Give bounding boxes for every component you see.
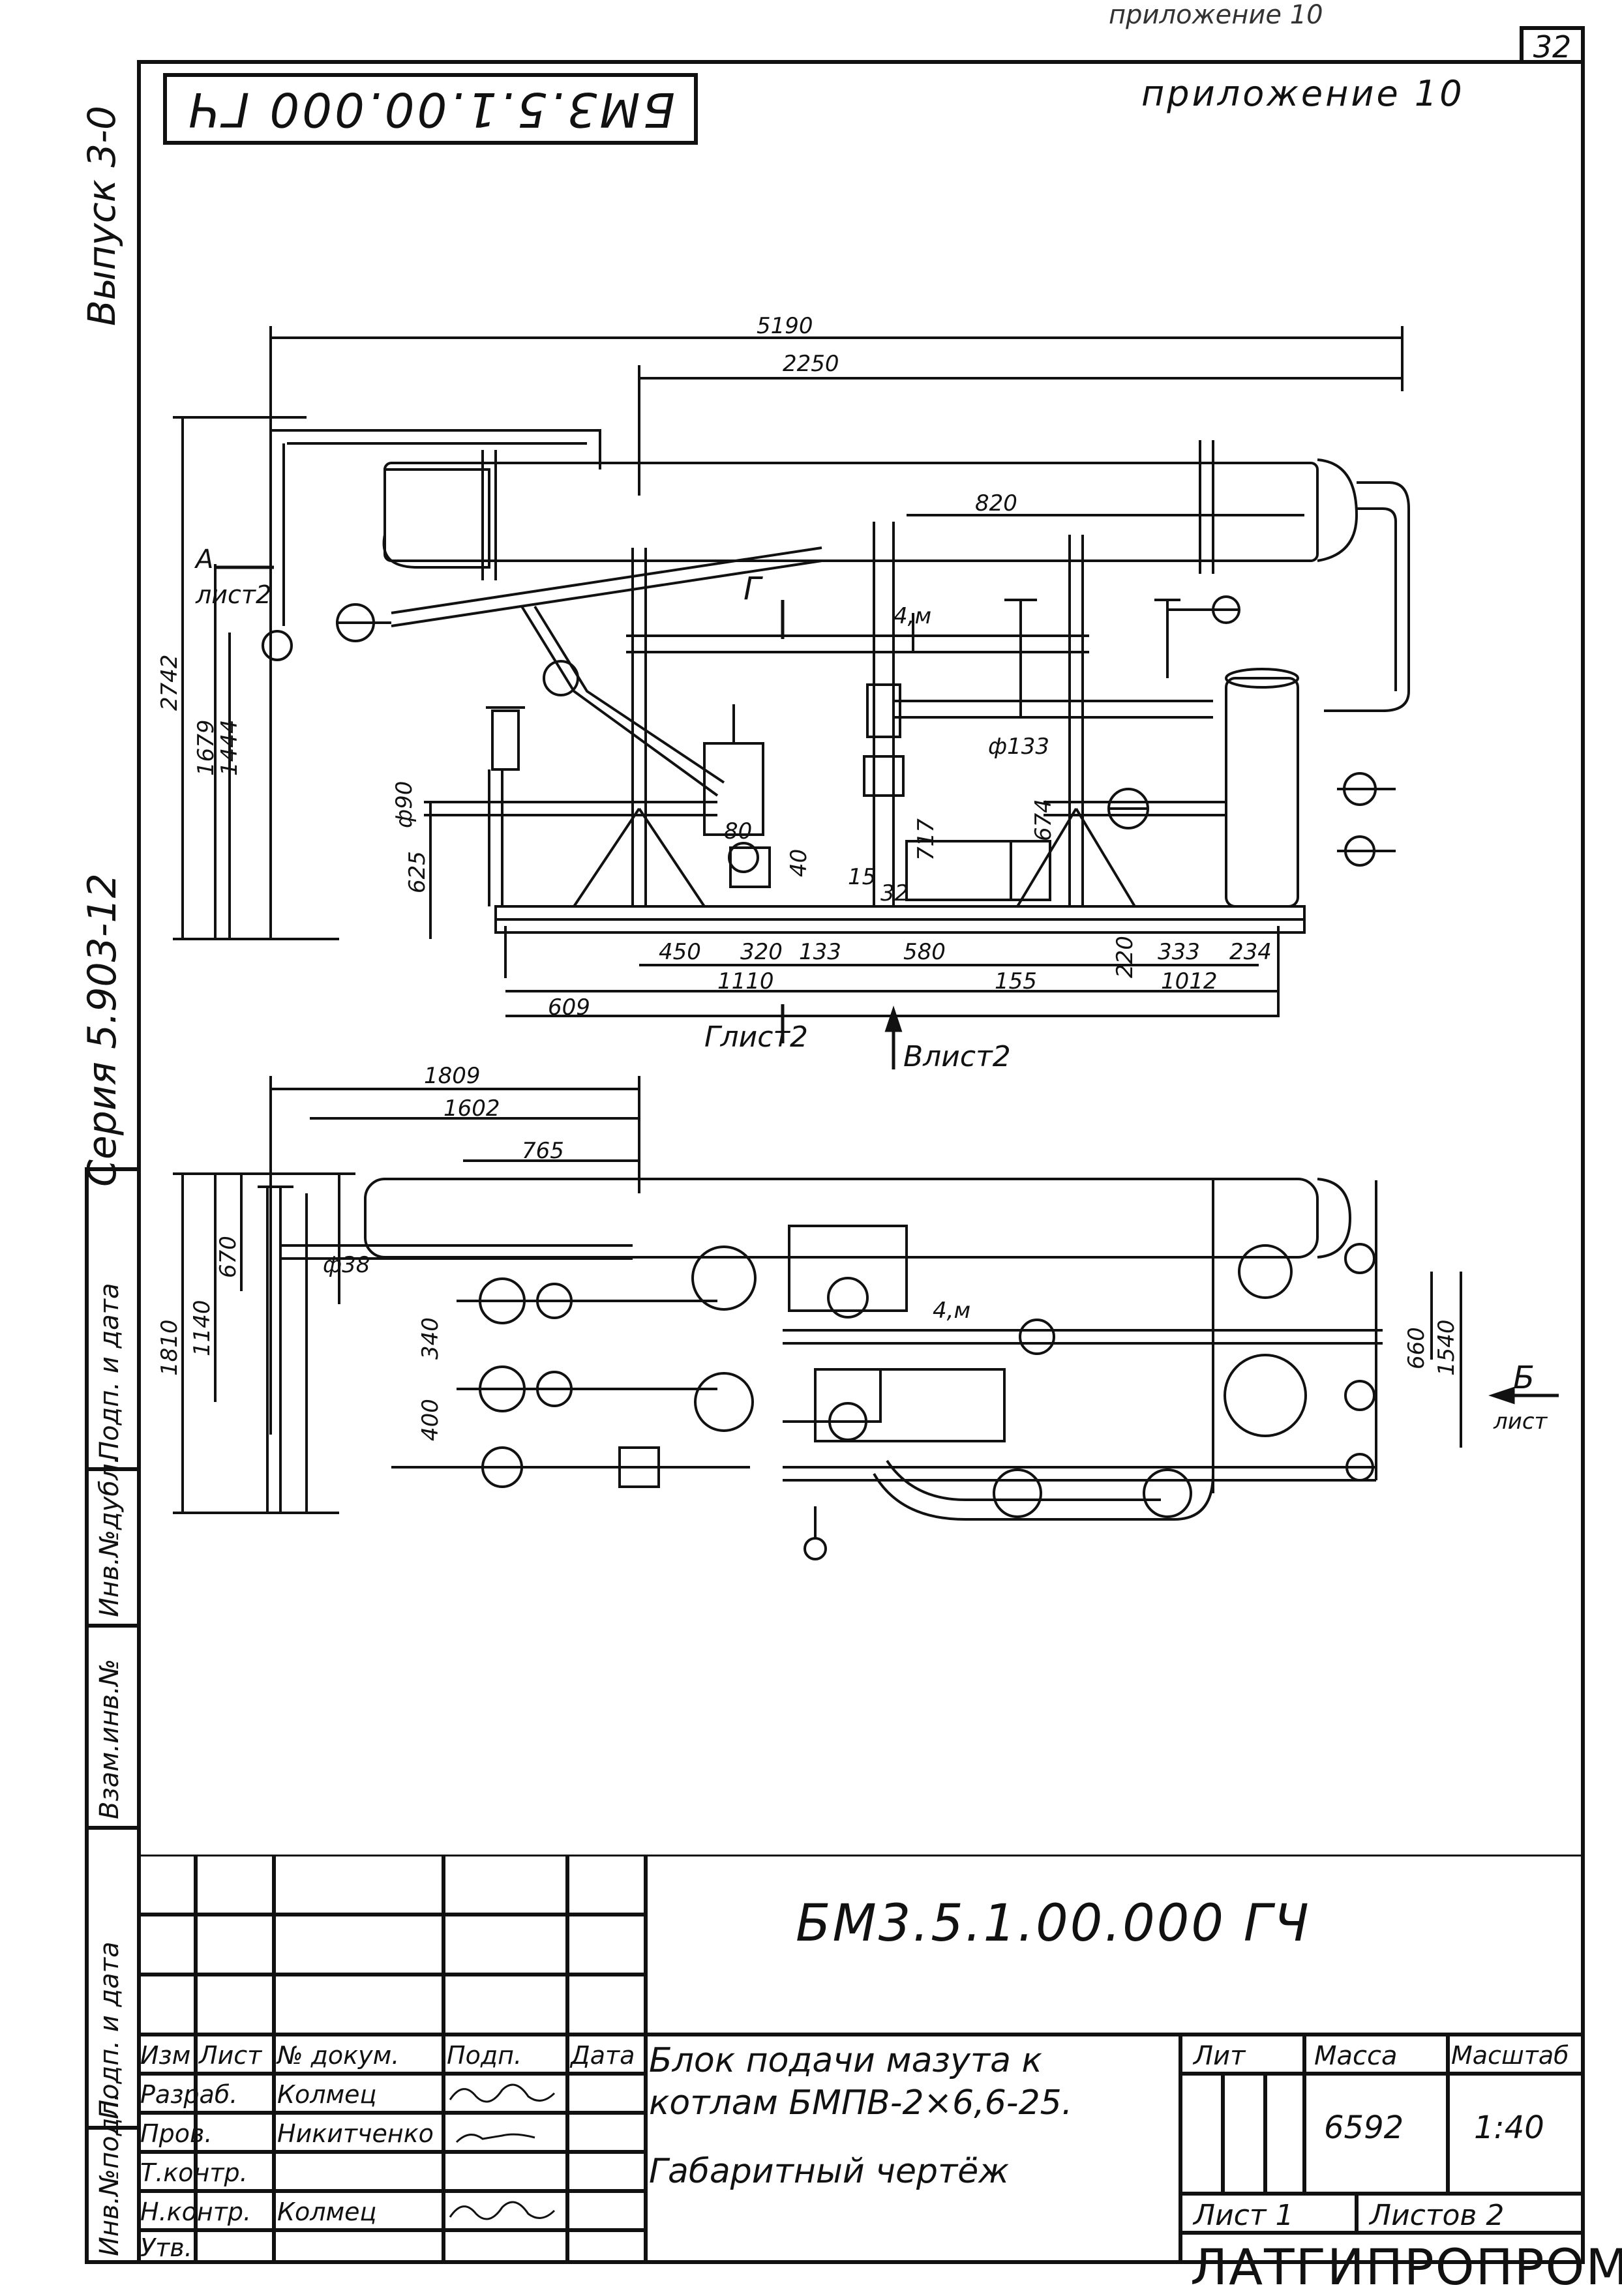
signature (449, 2083, 556, 2220)
row-role: Н.контр. (140, 2198, 252, 2226)
row-role: Пров. (140, 2119, 213, 2148)
dim-label: 717 (913, 818, 939, 861)
header-date: Дата (571, 2041, 635, 2070)
scale-label: Масштаб (1451, 2041, 1569, 2070)
row-name: Никитченко (277, 2119, 434, 2148)
section-g-label: Г (743, 571, 761, 607)
dim-label: 5190 (757, 313, 813, 339)
dim-label: 320 (740, 939, 783, 965)
mass-value: 6592 (1324, 2110, 1404, 2146)
dim-label: 1110 (717, 968, 774, 994)
dim-label: 32 (880, 880, 909, 906)
sheet-label: Лист 1 (1194, 2199, 1294, 2232)
dim-label: ф38 (323, 1252, 370, 1278)
section-a-label: А (196, 544, 214, 574)
dim-label: 609 (548, 994, 590, 1021)
dim-label: 2250 (783, 351, 839, 377)
dim-label: 220 (1112, 936, 1138, 978)
dim-label: 333 (1158, 939, 1200, 965)
dim-label: 625 (404, 851, 430, 893)
dim-label: ф90 (391, 781, 417, 828)
dim-label: 1012 (1161, 968, 1218, 994)
dim-label: 1540 (1434, 1319, 1460, 1376)
dim-label: 40 (786, 848, 812, 877)
dim-label: 133 (799, 939, 841, 965)
section-v-sheet: Влист2 (903, 1040, 1011, 1073)
section-b-label: Б (1513, 1360, 1535, 1396)
dim-label: 4,м (894, 603, 932, 629)
dim-label: 765 (522, 1138, 564, 1164)
top-cut-text: приложение 10 (1109, 0, 1323, 30)
title-block-grid (137, 1855, 1585, 2264)
dim-label: 1602 (443, 1096, 500, 1122)
dim-label: 820 (975, 490, 1017, 516)
stamp-divider (85, 1624, 137, 1628)
row-role: Т.контр. (140, 2158, 248, 2187)
dim-label: 1140 (189, 1300, 215, 1356)
stamp-label: Подп. и дата (95, 1941, 125, 2119)
dim-label: 1679 (193, 719, 219, 776)
sheets-label: Листов 2 (1370, 2199, 1505, 2232)
dim-label: 80 (724, 818, 753, 844)
section-b-sheet: лист (1494, 1409, 1548, 1435)
title-line1: Блок подачи мазута к (649, 2041, 1042, 2080)
row-role: Утв. (140, 2233, 192, 2262)
organization-name: ЛАТГИПРОПРОМ (1190, 2238, 1622, 2296)
title-doc-code: БМ3.5.1.00.000 ГЧ (796, 1894, 1311, 1953)
dim-label: 1810 (157, 1319, 183, 1376)
header-izm: Изм (140, 2041, 191, 2070)
dim-label: 580 (903, 939, 946, 965)
dim-label: 15 (848, 864, 877, 890)
dim-label: 674 (1030, 799, 1057, 841)
dim-label: 670 (215, 1236, 241, 1278)
dim-label: 340 (417, 1317, 443, 1360)
dim-label: ф133 (988, 734, 1049, 760)
row-name: Колмец (277, 2080, 377, 2109)
dim-label: 1444 (217, 719, 243, 776)
title-line3: Габаритный чертёж (649, 2152, 1010, 2191)
stamp-divider (85, 1826, 137, 1830)
header-doc-no: № докум. (277, 2041, 400, 2070)
dim-label: 1809 (424, 1063, 481, 1089)
sheet-number: 32 (1520, 26, 1585, 64)
dim-label: 234 (1229, 939, 1272, 965)
header-list: Лист (199, 2041, 262, 2070)
mass-label: Масса (1314, 2041, 1398, 2071)
dim-label: 4,м (933, 1298, 971, 1324)
rotated-code-box: БМ3.5.1.00.000 ГЧ (163, 73, 698, 145)
dim-label: 155 (995, 968, 1037, 994)
row-role: Разраб. (140, 2080, 238, 2109)
section-g-sheet: Глист2 (704, 1021, 809, 1054)
technical-drawing (173, 326, 1559, 1560)
dim-label: 450 (659, 939, 701, 965)
appendix-label: приложение 10 (1141, 73, 1465, 114)
lit-label: Лит (1194, 2041, 1246, 2071)
header-sign: Подп. (447, 2041, 522, 2070)
title-line2: котлам БМПВ-2×6,6-25. (649, 2083, 1073, 2123)
dim-label: 660 (1404, 1327, 1430, 1369)
stamp-divider (85, 2126, 137, 2130)
stamp-column (85, 1167, 137, 2264)
section-a-sheet: лист2 (196, 580, 272, 609)
row-name: Колмец (277, 2198, 377, 2226)
dim-label: 2742 (157, 654, 183, 711)
dim-label: 400 (417, 1399, 443, 1441)
drawing-frame (137, 60, 1585, 2264)
stamp-divider (85, 1467, 137, 1471)
scale-value: 1:40 (1474, 2110, 1544, 2146)
